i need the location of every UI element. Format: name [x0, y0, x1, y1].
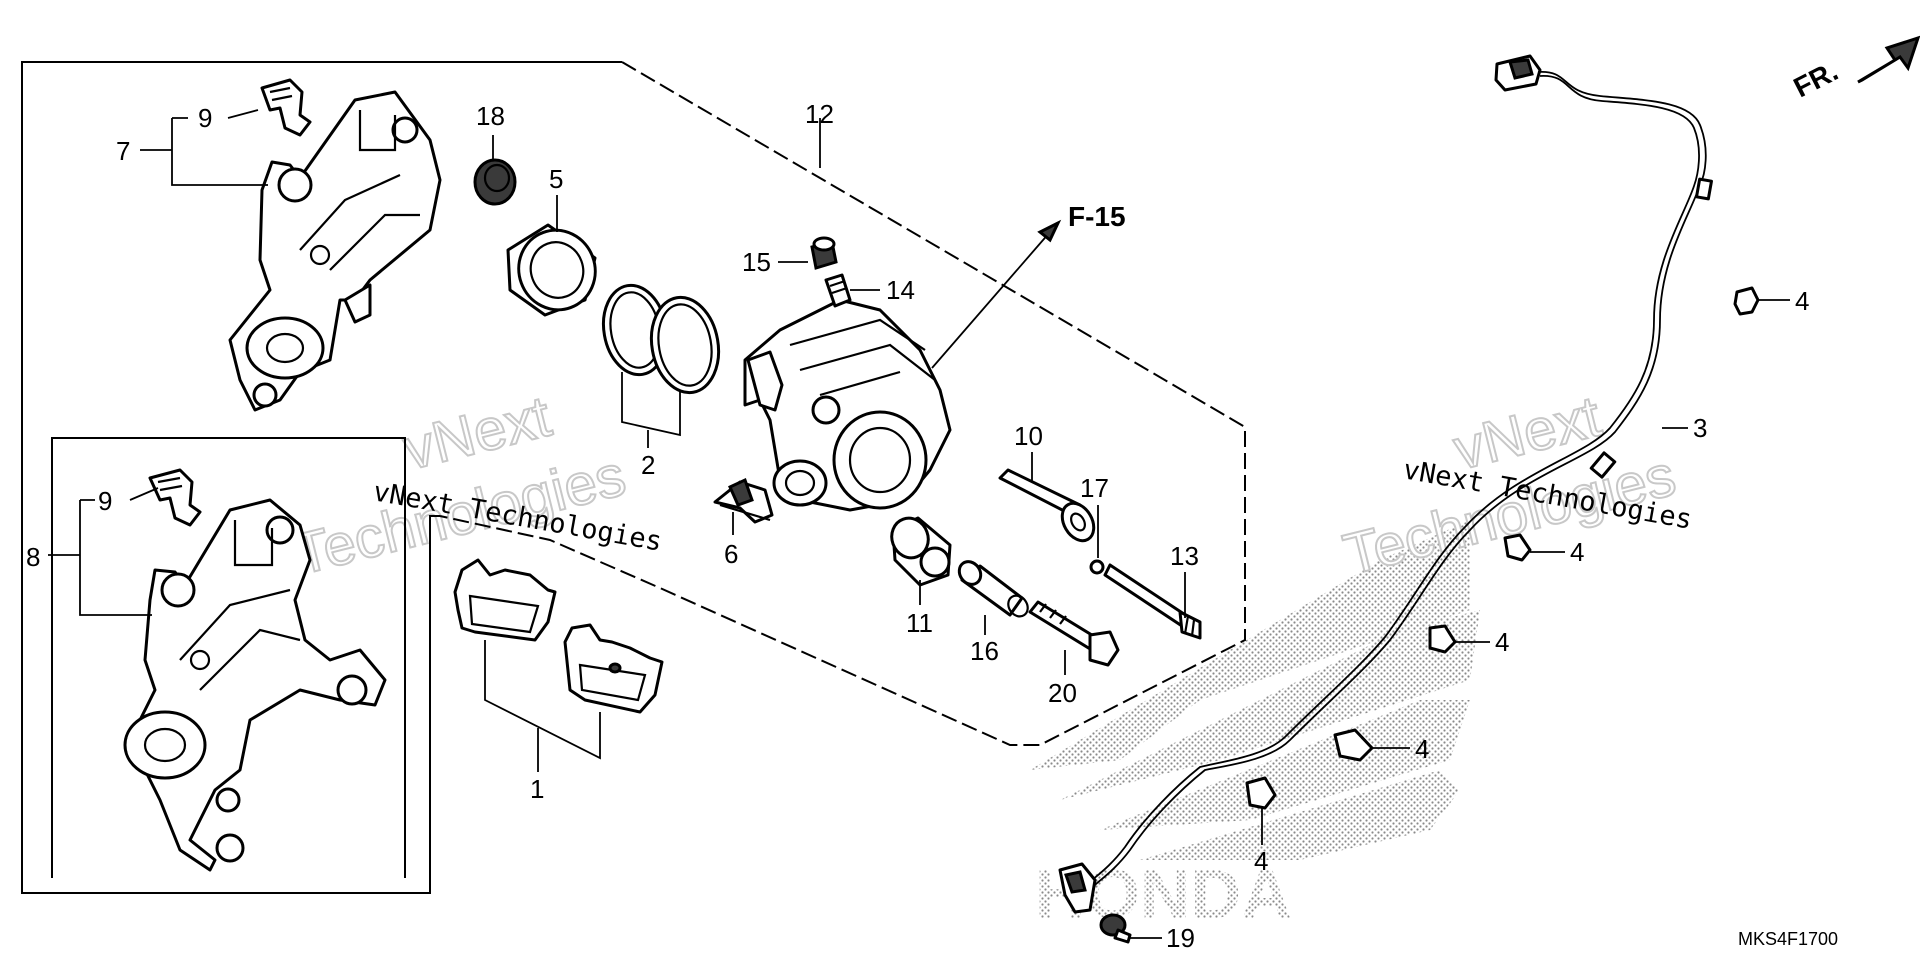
callout-2: 2: [641, 450, 655, 480]
callout-labels: 7 9 8 9 18 5 2 12 15 14 6 10 17 13 11 16…: [26, 99, 1809, 953]
caliper-bracket-7: [228, 90, 442, 412]
callout-5: 5: [549, 164, 563, 194]
callout-10: 10: [1014, 421, 1043, 451]
harness-clamp-4: [1245, 286, 1760, 810]
callout-12: 12: [805, 99, 834, 129]
callout-4-a: 4: [1795, 286, 1809, 316]
callout-11: 11: [906, 608, 933, 638]
callout-7: 7: [116, 136, 130, 166]
o-ring-17: [1089, 559, 1105, 575]
callout-20: 20: [1048, 678, 1077, 708]
callout-18: 18: [476, 101, 505, 131]
caliper-bracket-8: [123, 498, 387, 872]
callout-14: 14: [886, 275, 915, 305]
svg-text:F-15: F-15: [1068, 201, 1126, 232]
callout-1: 1: [530, 774, 544, 804]
assembly-frame-left: [21, 61, 622, 894]
caliper-group-frame: [439, 61, 1246, 746]
callout-13: 13: [1170, 541, 1199, 571]
callout-4-e: 4: [1254, 846, 1268, 876]
slide-pin-10: [998, 468, 1096, 543]
honda-wing-watermark: [1030, 520, 1480, 860]
callout-19: 19: [1166, 923, 1195, 953]
callout-9-top: 9: [198, 103, 212, 133]
callout-8: 8: [26, 542, 40, 572]
bolt-20: [1028, 600, 1120, 667]
callout-4-d: 4: [1415, 734, 1429, 764]
piston-seal-2: [601, 283, 721, 395]
bleeder-cap-15: [810, 236, 838, 270]
piston-boot-18: [473, 158, 517, 206]
callout-9-bottom: 9: [98, 486, 112, 516]
assembly-frame-inset: [51, 437, 406, 878]
callout-4-c: 4: [1495, 627, 1509, 657]
bolt-19: [1099, 913, 1132, 944]
boot-11: [890, 516, 952, 587]
callout-17: 17: [1080, 473, 1109, 503]
callout-15: 15: [742, 247, 771, 277]
ref-arrow-f15: F-15: [931, 201, 1126, 369]
pad-retainer-6: [713, 477, 774, 524]
front-direction-arrow: FR.: [1789, 35, 1920, 103]
piston-5: [506, 223, 597, 317]
caliper-body: [743, 298, 952, 512]
sleeve-16: [957, 560, 1029, 618]
callout-4-b: 4: [1570, 537, 1584, 567]
callout-16: 16: [970, 636, 999, 666]
brake-pad-1-rear: [563, 623, 664, 714]
callout-3: 3: [1693, 413, 1707, 443]
brake-pad-1-front: [453, 558, 557, 642]
pad-pin-13: [1103, 563, 1202, 640]
pad-spring-9-top: [260, 78, 312, 137]
callout-6: 6: [724, 539, 738, 569]
diagram-code: MKS4F1700: [1738, 929, 1838, 949]
bleeder-screw-14: [824, 273, 852, 308]
svg-text:FR.: FR.: [1789, 55, 1843, 103]
speed-sensor-harness-3: [1058, 54, 1713, 914]
watermark-left: vNext Technologies vNext Technologies: [286, 383, 664, 589]
leader-lines: [48, 109, 1790, 939]
pad-spring-9-bottom: [148, 468, 202, 527]
